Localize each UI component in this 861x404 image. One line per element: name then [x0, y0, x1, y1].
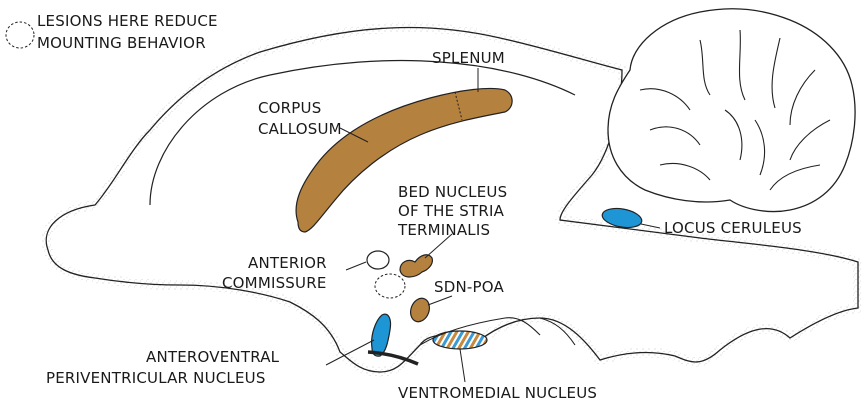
label-anterior-commissure-2: COMMISSURE [222, 274, 327, 292]
legend-text-line1: LESIONS HERE REDUCE [37, 12, 218, 30]
legend-lesion-icon [6, 22, 34, 48]
label-corpus-callosum-2: CALLOSUM [258, 120, 342, 138]
label-avpv-1: ANTEROVENTRAL [146, 348, 280, 366]
ventromedial-nucleus [433, 331, 487, 349]
label-splenum: SPLENUM [432, 49, 505, 67]
label-corpus-callosum-1: CORPUS [258, 99, 321, 117]
anterior-commissure [367, 251, 389, 269]
label-locus-ceruleus: LOCUS CERULEUS [664, 219, 802, 237]
label-anterior-commissure-1: ANTERIOR [248, 254, 327, 272]
cerebellum [608, 9, 855, 212]
label-avpv-2: PERIVENTRICULAR NUCLEUS [46, 369, 266, 387]
label-ventromedial: VENTROMEDIAL NUCLEUS [398, 384, 597, 402]
legend-text-line2: MOUNTING BEHAVIOR [37, 34, 206, 52]
label-sdn-poa: SDN-POA [434, 278, 504, 296]
label-bnst-1: BED NUCLEUS [398, 183, 507, 201]
label-bnst-3: TERMINALIS [397, 221, 490, 239]
label-bnst-2: OF THE STRIA [398, 202, 505, 220]
